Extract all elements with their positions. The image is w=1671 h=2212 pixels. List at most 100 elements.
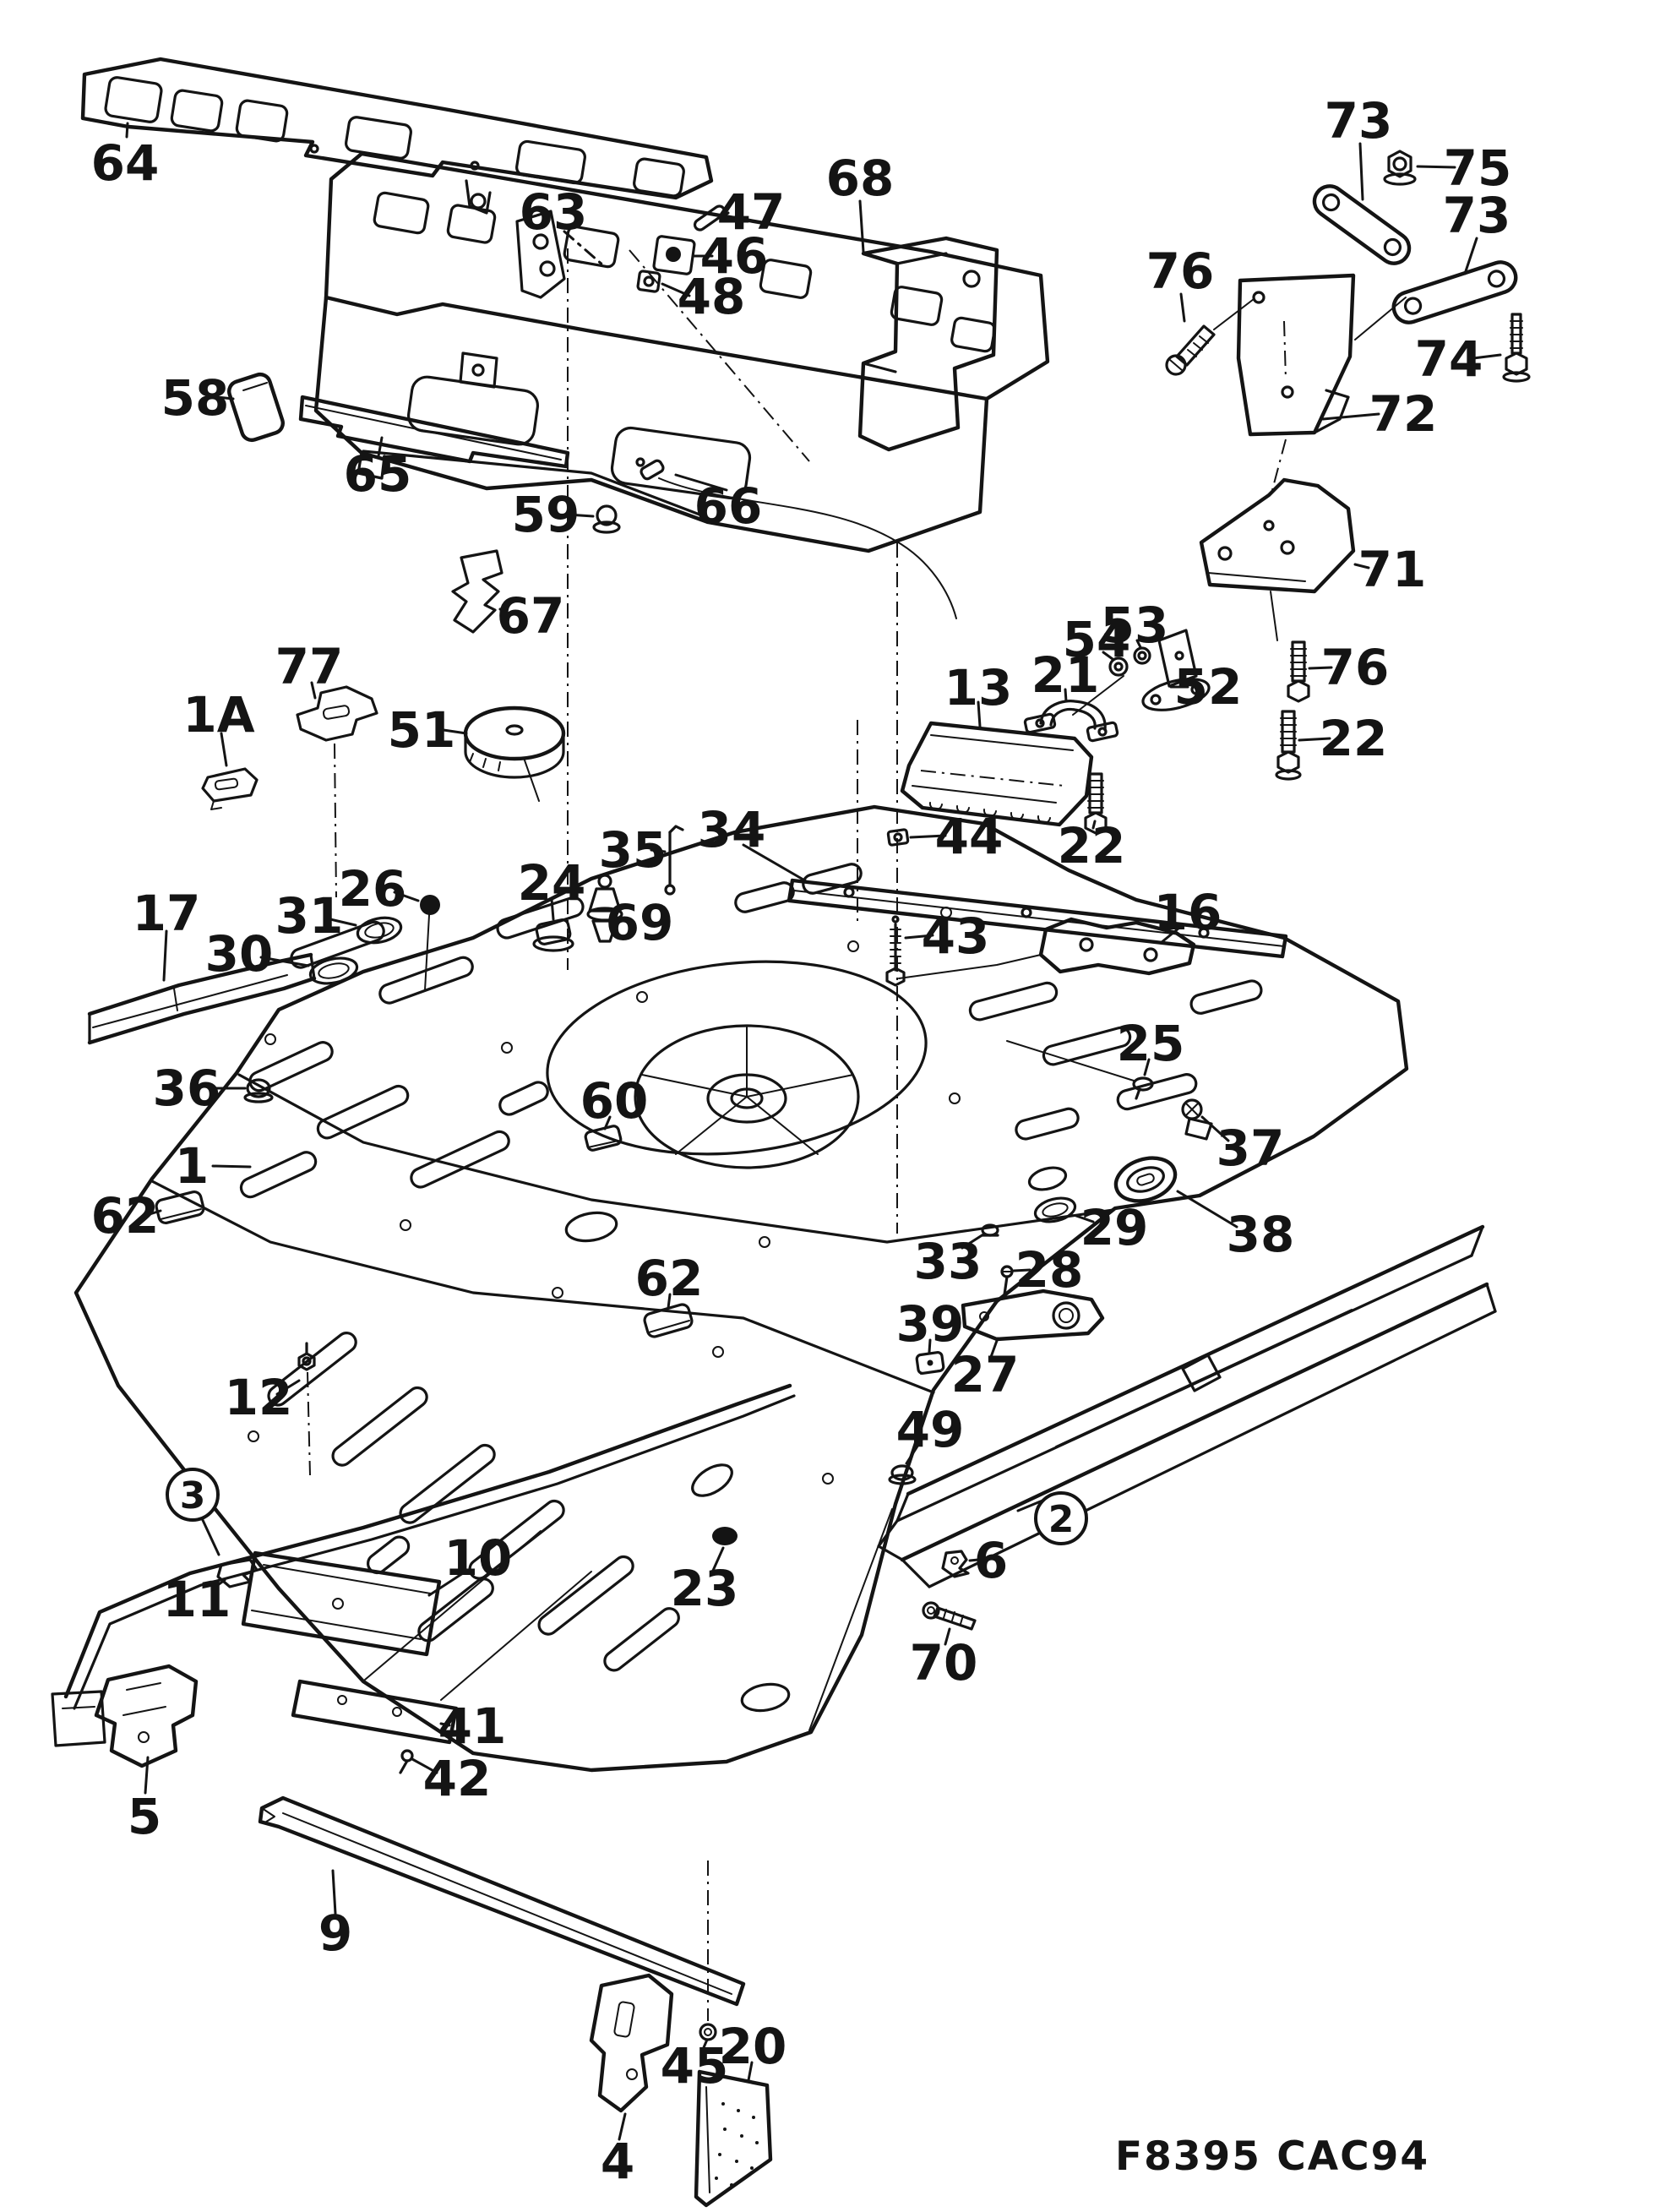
callout-label-75: 75 (1444, 139, 1512, 197)
callout-label-41: 41 (438, 1697, 507, 1755)
part-41-plate (291, 1679, 459, 1745)
leader-line-51 (442, 728, 468, 735)
leader-line-16 (1159, 926, 1181, 945)
callout-77: 77 (275, 638, 343, 700)
leader-line-10 (427, 1570, 467, 1597)
leader-line-62b (667, 1293, 672, 1310)
leader-line-4 (618, 2112, 627, 2141)
leader-line-31 (329, 918, 357, 927)
leader-line-33 (961, 1233, 985, 1250)
callout-73a: 73 (1325, 92, 1393, 201)
leader-line-11 (210, 1578, 226, 1591)
leader-line-65 (377, 436, 384, 458)
part-22-bolt-right (1275, 710, 1302, 781)
callout-label-24: 24 (518, 854, 586, 912)
part-35-pin (664, 825, 684, 896)
callout-label-47: 47 (717, 183, 786, 241)
part-53-nut (1133, 646, 1151, 665)
callout-label-25: 25 (1117, 1015, 1185, 1072)
callout-35: 35 (599, 821, 667, 879)
callout-12: 12 (225, 1369, 301, 1426)
callout-74: 74 (1415, 330, 1502, 388)
callout-label-72: 72 (1369, 385, 1438, 443)
callout-21: 21 (1031, 646, 1100, 704)
callout-label-9: 9 (318, 1904, 352, 1962)
callout-label-70: 70 (910, 1634, 978, 1692)
leader-line-43 (904, 934, 934, 940)
callout-17: 17 (133, 885, 200, 982)
leader-line-54 (1102, 651, 1114, 661)
leader-line-64 (125, 122, 129, 139)
leader-line-22b (1091, 820, 1097, 830)
leader-line-20 (747, 2061, 754, 2082)
callout-31: 31 (275, 887, 357, 945)
callout-25: 25 (1117, 1015, 1185, 1076)
callout-48: 48 (661, 268, 745, 325)
leader-line-28 (1012, 1268, 1031, 1272)
callout-label-35: 35 (599, 821, 667, 879)
part-1a-bracket (201, 767, 259, 810)
part-54-washer (1108, 657, 1129, 677)
callout-label-67: 67 (497, 587, 565, 645)
callout-66: 66 (674, 473, 762, 535)
leader-line-69 (618, 917, 630, 923)
callout-label-34: 34 (698, 801, 766, 858)
part-62-pad-left (155, 1190, 205, 1225)
leader-line-47 (721, 211, 730, 218)
callout-72: 72 (1321, 385, 1438, 443)
leader-line-25 (1143, 1058, 1151, 1076)
part-74-bolt (1502, 313, 1531, 383)
side-member-right (877, 1224, 1497, 1588)
part-68-bracket (857, 236, 999, 452)
callout-34: 34 (698, 801, 809, 884)
callout-75: 75 (1416, 139, 1512, 197)
part-31-oval-ring (356, 916, 403, 945)
part-10-cross-channel (241, 1550, 442, 1657)
callout-64: 64 (91, 122, 160, 192)
callout-label-6: 6 (974, 1532, 1008, 1589)
callout-37: 37 (1200, 1115, 1284, 1177)
callout-label-71: 71 (1358, 541, 1427, 598)
callout-58: 58 (161, 369, 235, 427)
part-73-link-arm-lower (1391, 260, 1518, 324)
part-4-bracket (589, 1973, 674, 2113)
leader-line-23 (710, 1546, 725, 1574)
callout-label-46: 46 (700, 227, 769, 285)
leader-line-35 (650, 848, 667, 853)
callout-label-73a: 73 (1325, 92, 1393, 150)
callout-label-74: 74 (1415, 330, 1483, 388)
callout-label-1A: 1A (182, 686, 254, 744)
callout-30: 30 (205, 925, 310, 983)
part-51-plug-disc (463, 706, 566, 802)
callout-10: 10 (427, 1529, 512, 1597)
callout-16: 16 (1154, 884, 1222, 945)
callout-label-45: 45 (661, 2037, 729, 2095)
part-62-pad-center (643, 1303, 694, 1338)
leader-line-45 (700, 2038, 709, 2053)
callout-54: 54 (1063, 611, 1131, 668)
callout-38: 38 (1176, 1190, 1294, 1263)
callout-label-3: 3 (180, 1474, 206, 1517)
callout-label-26: 26 (339, 860, 407, 918)
part-28-screw (1000, 1265, 1014, 1296)
callout-label-23: 23 (671, 1560, 739, 1617)
callout-label-22b: 22 (1058, 817, 1126, 874)
callout-label-68: 68 (826, 150, 895, 207)
leader-line-74 (1472, 353, 1502, 360)
callout-label-43: 43 (922, 907, 990, 965)
part-67-clip (451, 549, 503, 634)
leader-line-49 (905, 1441, 922, 1465)
leader-line-77 (310, 681, 317, 700)
callout-label-64: 64 (91, 134, 160, 192)
callout-label-53: 53 (1101, 597, 1169, 654)
callout-label-51: 51 (388, 701, 456, 759)
callout-68: 68 (826, 150, 895, 253)
leader-line-26 (393, 891, 420, 902)
callout-label-33: 33 (914, 1233, 982, 1290)
part-12-stud-nut (297, 1342, 316, 1371)
callout-circle-2 (1034, 1491, 1088, 1545)
leader-line-34 (742, 843, 809, 884)
part-59-grommet (592, 504, 621, 534)
callout-label-2: 2 (1048, 1498, 1075, 1541)
callout-53: 53 (1101, 597, 1169, 654)
